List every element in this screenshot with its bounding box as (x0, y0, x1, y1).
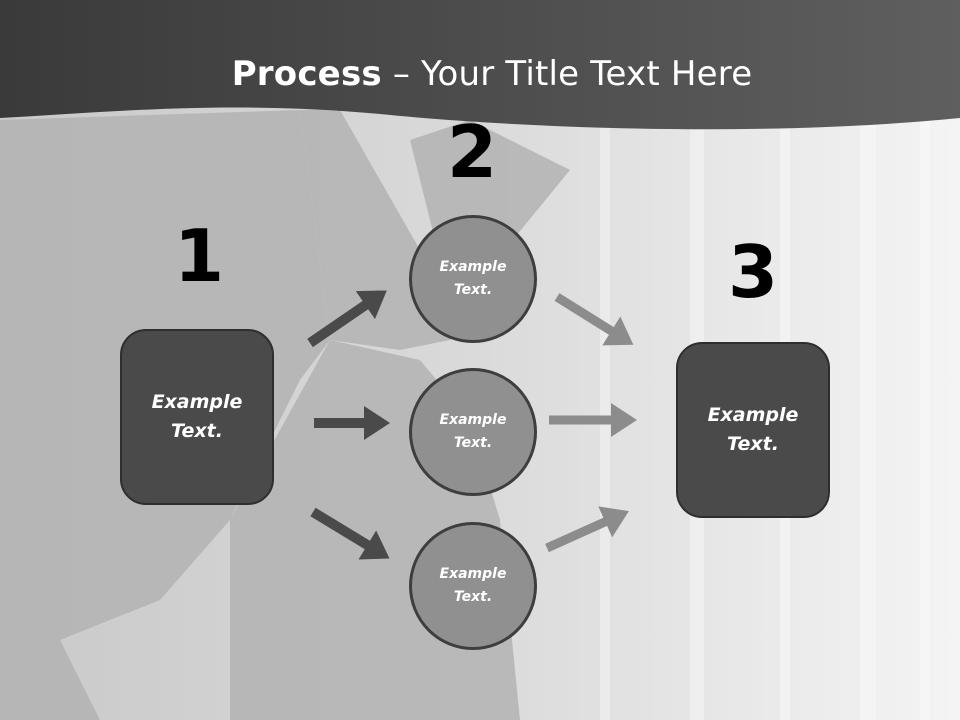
title-banner (0, 0, 960, 130)
step-2-circle-top: Example Text. (409, 215, 537, 343)
title-rest: – Your Title Text Here (381, 54, 753, 94)
step-3-label: Example Text. (707, 404, 799, 455)
arrow-1-to-2-top (307, 290, 387, 348)
step-3-number: 3 (727, 230, 779, 314)
step-2-circle-bottom: Example Text. (409, 522, 537, 650)
step-2-bottom-label: Example Text. (439, 566, 507, 605)
title-bold: Process (231, 54, 382, 94)
step-2-top-label: Example Text. (439, 259, 507, 298)
arrow-2-to-3-top (554, 293, 634, 346)
arrow-1-to-2-bottom (310, 507, 390, 560)
step-2-middle-label: Example Text. (439, 412, 507, 451)
step-3-box: Example Text. (676, 342, 830, 518)
step-2-number: 2 (446, 110, 498, 194)
step-2-circle-middle: Example Text. (409, 368, 537, 496)
step-1-box: Example Text. (120, 329, 274, 505)
slide-title: Process – Your Title Text Here (0, 52, 960, 96)
step-1-label: Example Text. (151, 391, 243, 442)
arrow-2-to-3-bottom (545, 506, 629, 553)
step-1-number: 1 (173, 214, 225, 298)
